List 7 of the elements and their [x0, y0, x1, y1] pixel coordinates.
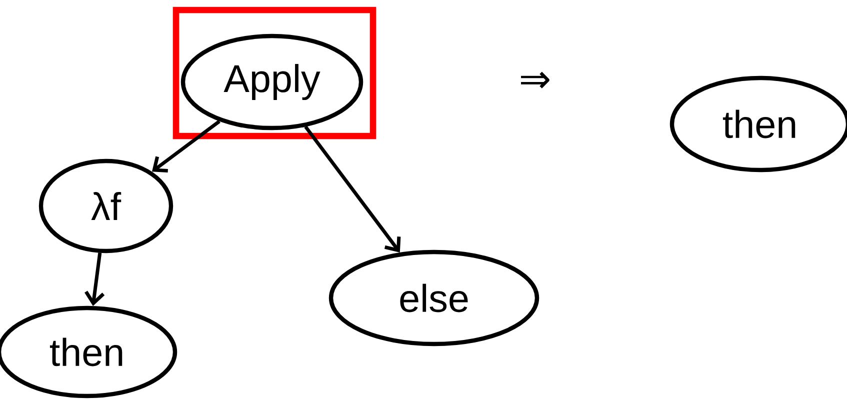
arrow [304, 126, 401, 252]
implies-sign: ⇒ [521, 72, 550, 88]
ellipse-node: else [328, 250, 540, 346]
highlight-box [172, 6, 376, 140]
ellipse-node: λf [38, 158, 174, 254]
arrow [84, 252, 105, 306]
ellipse-node: Apply [180, 34, 364, 130]
